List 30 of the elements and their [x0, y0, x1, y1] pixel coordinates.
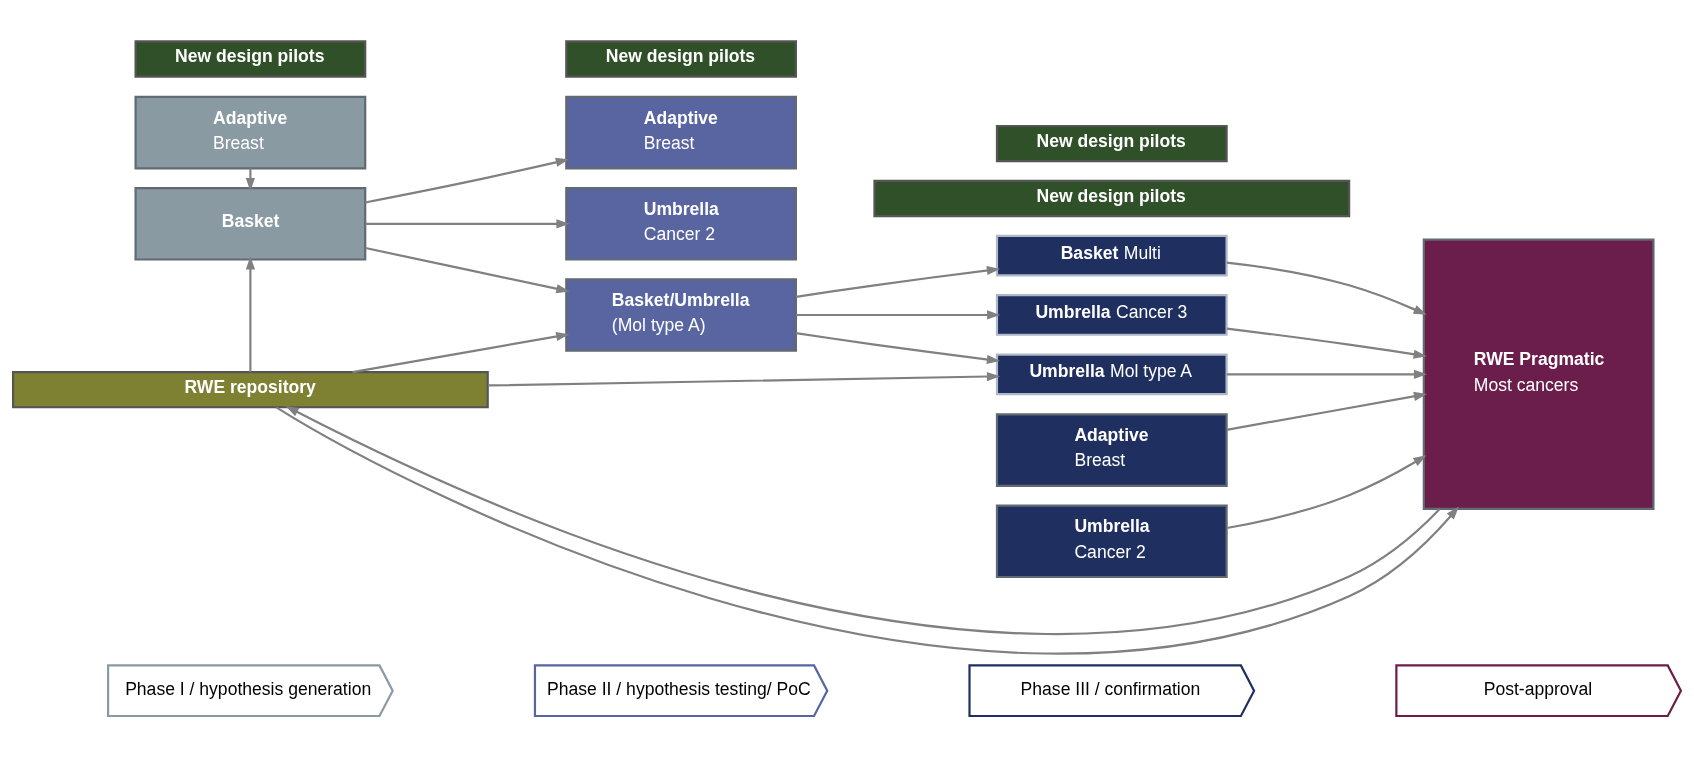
- arrow: [245, 255, 256, 372]
- node-box: New design pilots: [873, 179, 1351, 217]
- arrow: [796, 309, 1001, 320]
- node-box: Adaptive Breast: [565, 95, 797, 169]
- node-box: Basket Multi: [995, 234, 1228, 277]
- arrow: [352, 331, 570, 373]
- arrow: [365, 246, 570, 293]
- node-box: Umbrella Mol type A: [995, 352, 1228, 395]
- arrow: [365, 157, 569, 204]
- node-box: New design pilots: [134, 39, 367, 78]
- arrow: [1226, 326, 1427, 359]
- node-box: RWE Pragmatic Most cancers: [1422, 238, 1655, 510]
- node-box: RWE repository: [11, 370, 489, 408]
- node-box: Umbrella Cancer 3: [995, 293, 1228, 336]
- node-box: New design pilots: [995, 124, 1228, 162]
- arrow: [795, 331, 1001, 364]
- arrow: [365, 218, 570, 228]
- arrow: [487, 371, 1001, 387]
- arrow: [1226, 369, 1428, 379]
- arrow: [1226, 261, 1427, 315]
- arrow: [1226, 391, 1428, 431]
- node-box: Umbrella Cancer 2: [565, 186, 797, 261]
- node-box: Basket: [134, 186, 367, 261]
- arrow: [1226, 454, 1427, 529]
- node-box: Basket/Umbrella (Mol type A): [565, 277, 797, 352]
- arrow: [795, 265, 1001, 298]
- node-box: Adaptive Breast: [995, 412, 1228, 487]
- node-box: New design pilots: [565, 39, 797, 78]
- node-box: Umbrella Cancer 2: [995, 504, 1228, 578]
- node-box: Adaptive Breast: [134, 95, 367, 169]
